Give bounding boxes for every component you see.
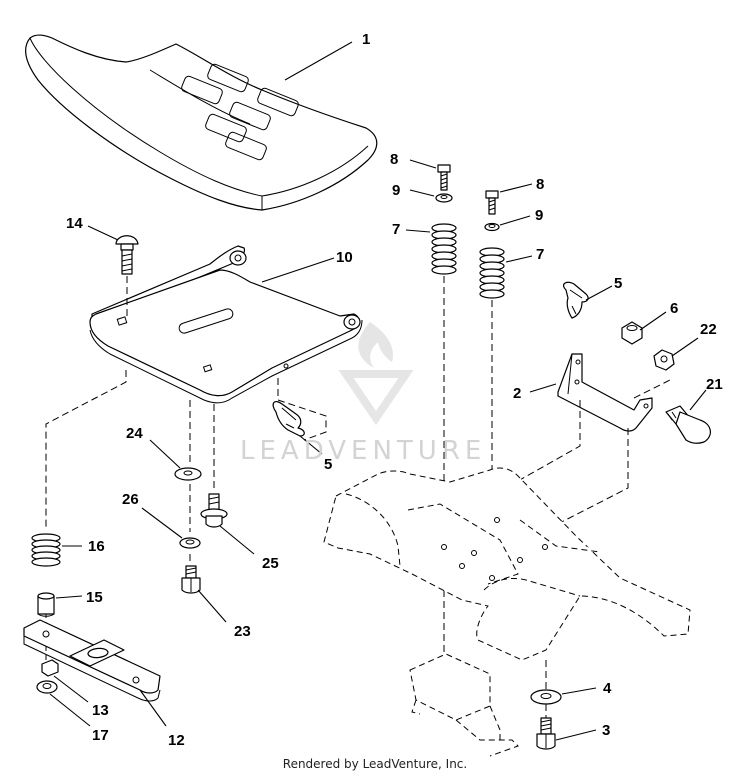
clip-right — [562, 281, 613, 319]
spring-left — [405, 223, 457, 275]
callout-5-left: 5 — [324, 456, 332, 473]
washer-top-left — [409, 189, 453, 203]
seat-pan — [89, 245, 363, 404]
callout-6: 6 — [670, 300, 678, 317]
seat-pad-grid — [181, 63, 299, 161]
nut — [621, 311, 667, 345]
callout-15: 15 — [86, 589, 103, 606]
callout-23: 23 — [234, 623, 251, 640]
callout-25: 25 — [262, 555, 279, 572]
callout-16: 16 — [88, 538, 105, 555]
screw-washer — [200, 493, 255, 555]
callout-26: 26 — [122, 491, 139, 508]
spring-right — [479, 247, 533, 299]
bolt-bottom — [536, 717, 597, 750]
nut-small — [41, 659, 89, 703]
callout-labels: 1 2 3 4 5 5 6 7 7 8 8 9 9 10 12 13 14 15… — [66, 31, 723, 749]
bolt-hex — [181, 565, 227, 623]
washer-bottom — [530, 687, 597, 705]
callout-3: 3 — [602, 722, 610, 739]
callout-17: 17 — [92, 727, 109, 744]
bolt-top-left — [409, 159, 451, 191]
callout-5-right: 5 — [614, 275, 622, 292]
washer-small — [36, 680, 91, 727]
callout-8-right: 8 — [536, 176, 544, 193]
tractor-frame-outline — [323, 467, 691, 757]
seat — [24, 34, 378, 211]
carriage-bolt — [87, 225, 139, 320]
callout-14: 14 — [66, 215, 83, 232]
footer-credit: Rendered by LeadVenture, Inc. — [282, 757, 468, 771]
washer-top-right — [484, 215, 531, 232]
clip-left — [272, 400, 323, 455]
bracket — [529, 353, 653, 432]
watermark-logo — [338, 322, 414, 426]
spring-small — [31, 533, 82, 567]
shoulder-bolt — [665, 389, 711, 444]
callout-4: 4 — [603, 680, 612, 697]
lockwasher — [141, 507, 201, 549]
callout-21: 21 — [706, 376, 723, 393]
callout-9-right: 9 — [535, 207, 543, 224]
nut-flange — [653, 337, 699, 371]
callout-8-left: 8 — [390, 151, 398, 168]
bolt-top-right — [485, 183, 533, 215]
callout-2: 2 — [513, 385, 521, 402]
callout-13: 13 — [92, 702, 109, 719]
watermark-text: LEADVENTURE — [240, 436, 487, 466]
callout-9-left: 9 — [392, 182, 400, 199]
callout-7-right: 7 — [536, 246, 544, 263]
slide-plate — [23, 619, 167, 727]
left-routing-lines — [45, 370, 327, 660]
callout-12: 12 — [168, 732, 185, 749]
callout-10: 10 — [336, 249, 353, 266]
callout-24: 24 — [126, 425, 143, 442]
callout-1: 1 — [362, 31, 370, 48]
callout-22: 22 — [700, 321, 717, 338]
spacer — [37, 592, 83, 617]
washer-flat — [149, 439, 202, 481]
callout-7-left: 7 — [392, 221, 400, 238]
